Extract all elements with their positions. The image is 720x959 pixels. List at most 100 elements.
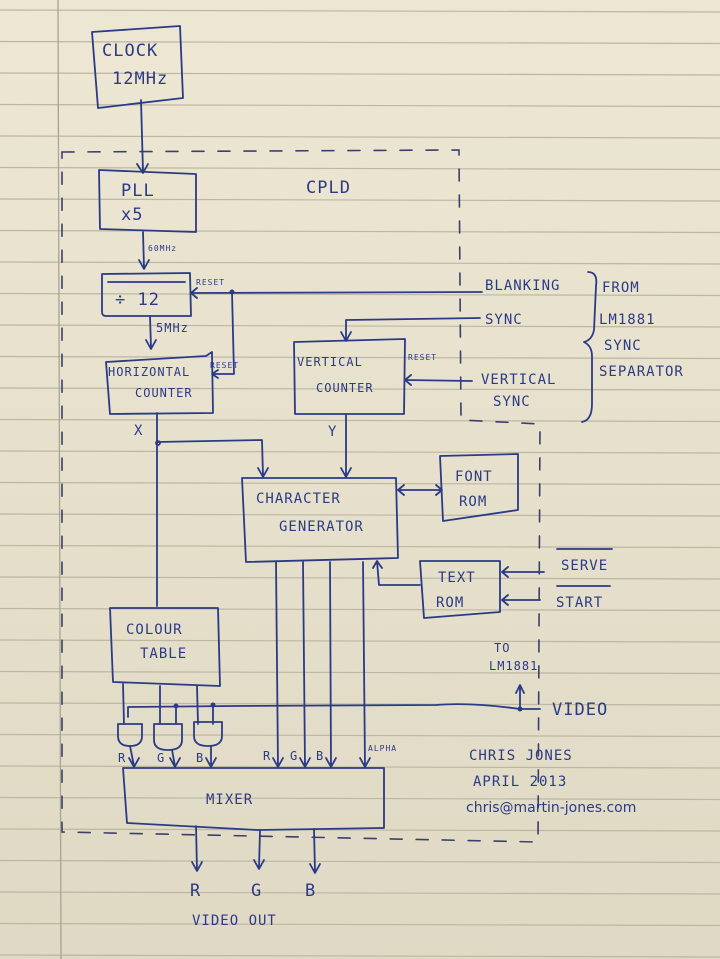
to-lm1881-label-2: LM1881 [489,659,538,673]
arrow-clock-pll [136,99,149,174]
vertical-counter-block: VERTICAL COUNTER [293,338,406,415]
colourtable-label-2: TABLE [140,646,187,662]
text-rom-block: TEXT ROM [419,560,501,619]
ruled-line [0,576,720,580]
ruled-line [0,891,720,895]
arrow-divider-hcounter [145,315,157,350]
signal-sync: SYNC [485,312,523,328]
chargen-label-1: CHARACTER [256,491,341,507]
source-note-4: SEPARATOR [599,364,684,380]
gate-b-label: B [196,751,204,765]
ruled-line [0,355,720,360]
source-note-3: SYNC [604,338,642,354]
signature-name: CHRIS JONES [469,748,573,764]
pll-block: PLL x5 [98,169,197,233]
ruled-line [0,828,720,832]
gate-enable-wires [175,704,214,725]
ruled-line [0,135,720,139]
signal-blanking: BLANKING [485,278,560,294]
chargen-b-line [325,561,337,768]
character-generator-block: CHARACTER GENERATOR [241,477,399,563]
video-out-label: VIDEO OUT [192,913,277,929]
clock-label-1: CLOCK [102,41,158,61]
out-g-arrow [253,829,265,870]
and-gate-b [193,721,223,747]
chargen-fontrom-arrow [397,484,443,496]
fontrom-label-1: FONT [455,469,493,485]
ruled-line [0,607,720,612]
pll-label-1: PLL [121,181,155,201]
out-r-label: R [190,881,201,901]
signature-date: APRIL 2013 [473,774,567,790]
textrom-label-1: TEXT [438,570,476,586]
and-gate-g [153,723,183,751]
and-gates [117,721,223,751]
signal-vertical-sync-1: VERTICAL [481,372,556,388]
gate-g-out [169,749,181,768]
ruled-line [0,40,720,45]
x-to-chargen-arrow [156,439,269,478]
to-lm1881-label-1: TO [494,641,510,655]
colour-table-block: COLOUR TABLE [109,607,221,687]
ruled-line [0,922,720,927]
pll-label-2: x5 [121,205,143,225]
ruled-line [0,72,720,76]
ruled-line [0,765,720,769]
signal-vertical-sync-2: SYNC [493,394,531,410]
gate-r-label: R [118,751,126,765]
signature-email: chris@martin-jones.com [466,800,636,816]
signal-serve: SERVE [561,558,608,574]
gate-r-out [128,745,140,768]
char-b-label: B [316,749,324,763]
out-b-arrow [309,828,321,874]
margin-line [57,0,62,959]
mixer-block: MIXER [122,767,385,831]
ruled-line [0,418,720,423]
fontrom-label-2: ROM [459,494,487,510]
cpld-label: CPLD [306,178,351,198]
serve-line [501,566,545,578]
ruled-line [0,9,720,13]
ruled-line [0,954,720,958]
out-r-arrow [191,825,203,872]
ruled-line [0,481,720,486]
ruled-line [0,733,720,738]
ruled-line [0,261,720,265]
ruled-lines [0,9,720,958]
ruled-line [0,513,720,517]
font-rom-block: FONT ROM [439,453,519,522]
vcounter-reset-label: RESET [408,353,437,362]
divider-label: ÷ 12 [115,290,160,310]
out-g-label: G [251,881,262,901]
signal-60mhz: 60MHz [148,244,177,253]
junction-dot [155,440,161,446]
ruled-line [0,450,720,454]
signal-start: START [556,595,603,611]
ruled-line [0,229,720,234]
divider-reset-label: RESET [196,278,225,287]
ruled-line [0,670,720,675]
sync-line [340,317,481,342]
y-to-chargen-arrow [340,413,352,478]
ruled-line [0,859,720,864]
signal-video: VIDEO [552,700,608,720]
ruled-line [0,544,720,549]
source-note-1: FROM [602,280,640,296]
signal-x: X [134,423,143,439]
mixer-label: MIXER [206,792,253,808]
gate-g-label: G [157,751,165,765]
brace [581,271,598,423]
out-b-label: B [305,881,316,901]
vcounter-label-1: VERTICAL [297,355,363,369]
video-enable-line [127,703,541,718]
vcounter-label-2: COUNTER [316,381,374,395]
textrom-to-chargen [372,560,421,586]
cpld-boundary [61,149,541,843]
blanking-line [190,287,483,299]
ruled-line [0,796,720,801]
colour-outputs [122,683,199,725]
colourtable-label-1: COLOUR [126,622,183,638]
hcounter-reset-label: RESET [210,361,239,370]
vsync-line [404,374,473,386]
start-line [501,594,541,606]
